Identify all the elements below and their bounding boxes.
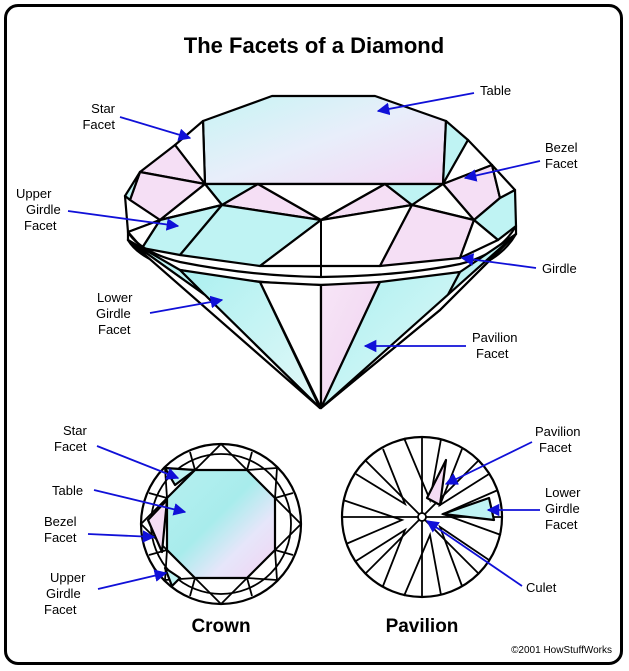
crown-pointer-upper-girdle	[98, 573, 166, 589]
crown-label-upper-girdle-line3: Facet	[44, 602, 77, 617]
table-facet	[203, 96, 446, 184]
pavilion-caption: Pavilion	[386, 616, 459, 637]
label-pavilion-line2: Facet	[476, 346, 509, 361]
pavilion-label-lower-girdle-line2: Girdle	[545, 501, 580, 516]
label-girdle: Girdle	[542, 261, 577, 276]
pavilion-label-pavilion-line2: Facet	[539, 440, 572, 455]
label-lower-girdle-line3: Facet	[98, 322, 131, 337]
pavilion-label-lower-girdle-line3: Facet	[545, 517, 578, 532]
crown-label-star-line1: Star	[63, 423, 88, 438]
pointer-star	[120, 117, 190, 138]
page-title: The Facets of a Diamond	[184, 33, 444, 58]
label-lower-girdle-line2: Girdle	[96, 306, 131, 321]
crown-label-bezel-line2: Facet	[44, 530, 77, 545]
pavilion-label-pavilion-line1: Pavilion	[535, 424, 581, 439]
crown-table	[167, 470, 275, 578]
crown-caption: Crown	[191, 616, 250, 637]
crown-label-upper-girdle-line2: Girdle	[46, 586, 81, 601]
label-bezel-line1: Bezel	[545, 140, 578, 155]
label-star-line1: Star	[91, 101, 116, 116]
crown-pointer-star	[97, 446, 178, 478]
label-lower-girdle-line1: Lower	[97, 290, 133, 305]
label-table: Table	[480, 83, 511, 98]
crown-label-table: Table	[52, 483, 83, 498]
pavilion-label-lower-girdle-line1: Lower	[545, 485, 581, 500]
pavilion-label-culet: Culet	[526, 580, 557, 595]
copyright: ©2001 HowStuffWorks	[511, 645, 612, 656]
label-pavilion-line1: Pavilion	[472, 330, 518, 345]
crown-label-bezel-line1: Bezel	[44, 514, 77, 529]
crown-label-upper-girdle-line1: Upper	[50, 570, 86, 585]
diamond-side-view	[125, 96, 516, 408]
pavilion-view: Pavilion	[342, 437, 502, 637]
label-bezel-line2: Facet	[545, 156, 578, 171]
crown-label-star-line2: Facet	[54, 439, 87, 454]
label-upper-girdle-line1: Upper	[16, 186, 52, 201]
label-upper-girdle-line2: Girdle	[26, 202, 61, 217]
label-upper-girdle-line3: Facet	[24, 218, 57, 233]
label-star-line2: Facet	[82, 117, 115, 132]
culet-point	[418, 513, 426, 521]
